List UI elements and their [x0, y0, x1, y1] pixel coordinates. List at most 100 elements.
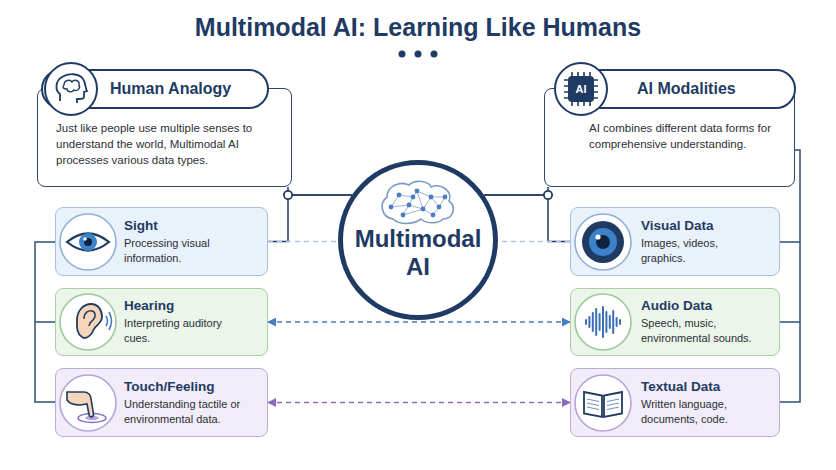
right-bracket: [778, 150, 800, 402]
icon-ring: [575, 214, 631, 270]
network-link: [403, 209, 423, 215]
modality-box: Textual DataWritten language, documents,…: [570, 368, 780, 437]
bracket-tick: [778, 321, 800, 323]
icon-ring: [45, 63, 97, 115]
modality-description: Processing visual information.: [124, 236, 246, 266]
item-text-column: Visual DataImages, videos, graphics.: [641, 208, 759, 275]
lens-center: [596, 235, 610, 249]
title-dot: [399, 51, 406, 58]
modality-box: Audio DataSpeech, music, environmental s…: [570, 288, 780, 356]
lens-glass: [589, 228, 617, 256]
modality-heading: Touch/Feeling: [124, 379, 264, 394]
chip-pin: [564, 72, 598, 106]
ear-shape: [77, 304, 102, 338]
hub-label: Multimodal AI: [348, 225, 488, 281]
network-node: [437, 205, 442, 210]
ear-inner: [84, 311, 95, 326]
network-node: [429, 195, 434, 200]
diagram-title: Multimodal AI: Learning Like Humans: [0, 13, 836, 42]
network-node: [421, 207, 426, 212]
modality-heading: Sight: [124, 218, 246, 233]
wave-bar: [585, 319, 587, 325]
info-panel: Human AnalogyJust like people use multip…: [37, 88, 292, 187]
modality-icon: [58, 212, 118, 272]
icon-ring: [60, 375, 116, 431]
network-link: [417, 191, 423, 209]
modality-icon: [573, 212, 633, 272]
wave-bar: [602, 306, 604, 338]
bracket-line: [778, 242, 800, 402]
network-node: [407, 203, 412, 208]
modality-description: Understanding tactile or environmental d…: [124, 397, 264, 427]
modality-heading: Textual Data: [641, 379, 773, 394]
hand-shape: [67, 392, 94, 417]
modality-description: Interpreting auditory cues.: [124, 316, 246, 346]
item-text-column: SightProcessing visual information.: [124, 208, 246, 275]
icon-ring: [555, 63, 607, 115]
hub-circle: Multimodal AI: [338, 160, 498, 320]
chip-pin: [564, 72, 598, 106]
brain-outline: [382, 181, 453, 223]
item-text-column: HearingInterpreting auditory cues.: [124, 289, 246, 355]
wave-bar: [609, 315, 611, 329]
panel-body-text: Just like people use multiple senses to …: [56, 121, 284, 169]
lens-body: [582, 221, 624, 263]
icon-ring: [575, 375, 631, 431]
wave-bar: [612, 310, 614, 334]
brain-head-icon: [43, 61, 99, 117]
wave-bar: [588, 316, 590, 328]
modality-description: Speech, music, environmental sounds.: [641, 316, 773, 346]
chip-pin: [564, 72, 598, 106]
connector-line: [288, 187, 352, 195]
modality-description: Written language, documents, code.: [641, 397, 773, 427]
wave-bar: [619, 319, 621, 325]
item-text-column: Audio DataSpeech, music, environmental s…: [641, 289, 773, 355]
title-dot: [431, 51, 438, 58]
icon-ring: [575, 294, 631, 350]
info-panel: AIAI ModalitiesAI combines different dat…: [544, 88, 795, 187]
network-node: [401, 213, 406, 218]
item-text-column: Touch/FeelingUnderstanding tactile or en…: [124, 369, 264, 436]
junction-dot: [544, 191, 552, 199]
modality-box: Visual DataImages, videos, graphics.: [570, 207, 780, 276]
network-node: [443, 195, 448, 200]
brain-shape: [63, 80, 80, 91]
wave-bar: [605, 311, 607, 333]
modality-box: SightProcessing visual information.: [55, 207, 268, 276]
panel-heading: AI Modalities: [637, 69, 736, 109]
connector-line: [484, 187, 548, 195]
chip-body: [568, 76, 594, 102]
panel-body-text: AI combines different data forms for com…: [589, 121, 779, 153]
wave-bar: [599, 313, 601, 331]
modality-box: Touch/FeelingUnderstanding tactile or en…: [55, 368, 268, 437]
icon-ring: [60, 214, 116, 270]
eye-glint: [83, 237, 87, 241]
junction-dot: [544, 191, 552, 199]
chip-pin: [564, 72, 598, 106]
junction-dot: [284, 191, 292, 199]
title-dots: [399, 51, 438, 58]
eye-iris: [79, 233, 97, 251]
title-dot: [415, 51, 422, 58]
network-node: [411, 195, 416, 200]
item-text-column: Textual DataWritten language, documents,…: [641, 369, 773, 436]
modality-heading: Hearing: [124, 298, 246, 313]
icon-ring: [60, 294, 116, 350]
brain-network-illustration: [373, 175, 463, 229]
modality-icon: [58, 292, 118, 352]
book-lines: [587, 399, 619, 410]
wave-bar: [592, 312, 594, 332]
bracket-line: [795, 150, 800, 242]
dashed-connector: [268, 402, 570, 404]
modality-box: HearingInterpreting auditory cues.: [55, 288, 268, 356]
modality-heading: Visual Data: [641, 218, 759, 233]
network-node: [431, 213, 436, 218]
modality-description: Images, videos, graphics.: [641, 236, 759, 266]
panel-heading: Human Analogy: [110, 69, 231, 109]
modality-icon: [58, 373, 118, 433]
chip-label: AI: [568, 76, 594, 102]
sound-waves: [106, 312, 112, 330]
network-node: [389, 205, 394, 210]
network-link: [391, 205, 409, 207]
